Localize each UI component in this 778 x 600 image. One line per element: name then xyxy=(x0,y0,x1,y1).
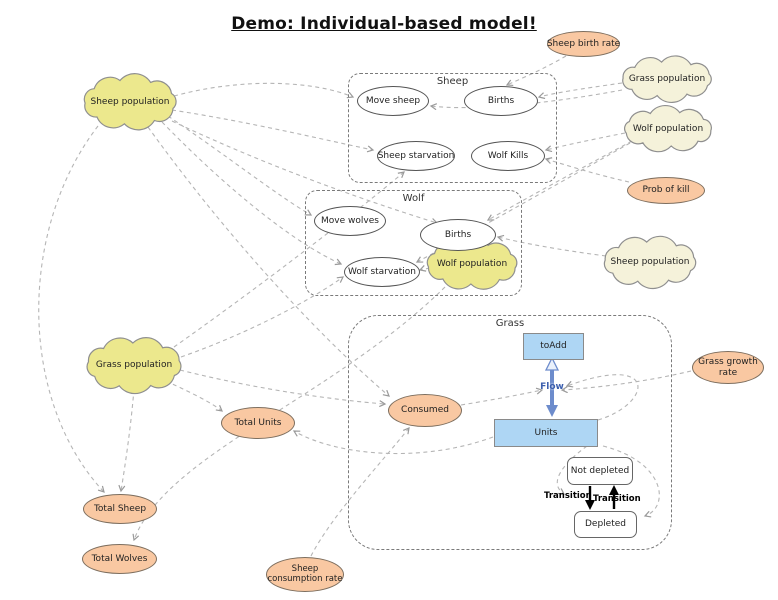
node-sheep-birth-rate[interactable]: Sheep birth rate xyxy=(547,31,620,57)
node-total-units[interactable]: Total Units xyxy=(221,407,295,439)
node-total-sheep[interactable]: Total Sheep xyxy=(83,494,157,524)
sheep-population-right-cloud[interactable] xyxy=(603,235,697,290)
transition-arrow-up[interactable] xyxy=(609,485,619,509)
wolf-group-box[interactable]: Wolf xyxy=(305,190,522,296)
node-sheep-starvation[interactable]: Sheep starvation xyxy=(377,141,455,171)
connector-edge xyxy=(417,142,631,262)
node-label: Wolf starvation xyxy=(348,266,416,277)
connector-edge xyxy=(180,277,343,358)
node-sheep-consumption-rate[interactable]: Sheep consumption rate xyxy=(266,557,344,592)
connector-edge xyxy=(310,428,409,557)
node-label: Prob of kill xyxy=(642,185,690,196)
node-births-sheep[interactable]: Births xyxy=(464,86,538,116)
node-births-wolf[interactable]: Births xyxy=(420,219,496,251)
node-depleted[interactable]: Depleted xyxy=(574,511,637,538)
node-label: Sheep birth rate xyxy=(546,38,621,49)
diagram-title: Demo: Individual-based model! xyxy=(231,14,537,34)
flow-arrow[interactable] xyxy=(544,356,560,417)
connector-edge xyxy=(460,390,542,406)
node-label: Move wolves xyxy=(321,215,379,226)
connector-edge xyxy=(546,159,630,183)
node-units[interactable]: Units xyxy=(494,419,598,447)
connector-edge xyxy=(556,445,588,494)
grass-population-right-label: Grass population xyxy=(628,74,706,84)
connector-edge xyxy=(165,380,222,411)
wolf-group-label: Wolf xyxy=(399,193,428,204)
connector-edge xyxy=(498,237,607,257)
node-wolf-starvation[interactable]: Wolf starvation xyxy=(344,257,420,287)
node-label: Units xyxy=(534,427,558,438)
sheep-group-box[interactable]: Sheep xyxy=(348,73,557,183)
node-not-depleted[interactable]: Not depleted xyxy=(567,457,633,485)
wolf-population-right-label: Wolf population xyxy=(632,124,704,134)
connector-edge xyxy=(171,120,437,223)
transition-left-label: Transition xyxy=(544,491,592,501)
node-label: Births xyxy=(444,229,472,240)
node-label: Births xyxy=(487,95,515,106)
sheep-group-label: Sheep xyxy=(433,76,472,87)
node-label: Not depleted xyxy=(570,465,630,476)
node-label: Consumed xyxy=(401,405,449,416)
transition-right-label: Transition xyxy=(593,494,641,504)
connector-edge xyxy=(173,82,353,97)
wolf-population-right-cloud[interactable] xyxy=(624,104,712,153)
node-label: Sheep consumption rate xyxy=(267,563,343,584)
node-move-wolves[interactable]: Move wolves xyxy=(314,206,386,236)
node-label: toAdd xyxy=(540,341,567,352)
node-label: Wolf Kills xyxy=(487,150,529,161)
node-label: Total Units xyxy=(234,417,282,428)
node-to-add[interactable]: toAdd xyxy=(523,333,584,360)
connector-edge xyxy=(546,132,626,150)
node-move-sheep[interactable]: Move sheep xyxy=(357,86,429,116)
node-label: Move sheep xyxy=(365,95,421,106)
transition-arrow-down[interactable] xyxy=(585,486,595,510)
connector-edge xyxy=(179,369,385,404)
grass-group-box[interactable]: Grass xyxy=(348,315,672,550)
connector-edge xyxy=(38,125,104,492)
grass-population-left-cloud[interactable] xyxy=(86,337,182,395)
connector-edge xyxy=(294,431,494,455)
connector-edge xyxy=(562,370,692,390)
node-total-wolves[interactable]: Total Wolves xyxy=(82,544,157,574)
node-label: Sheep starvation xyxy=(377,150,455,161)
flow-label: Flow xyxy=(540,382,564,392)
node-consumed[interactable]: Consumed xyxy=(388,394,462,427)
node-label: Grass growth rate xyxy=(698,357,758,378)
sheep-population-left-label: Sheep population xyxy=(90,97,170,107)
sheep-population-right-label: Sheep population xyxy=(610,257,690,267)
connector-edge xyxy=(173,172,404,348)
node-label: Total Sheep xyxy=(93,503,147,514)
node-label: Total Wolves xyxy=(91,553,148,564)
grass-group-label: Grass xyxy=(492,318,528,329)
node-prob-of-kill[interactable]: Prob of kill xyxy=(627,177,705,204)
grass-population-left-label: Grass population xyxy=(95,360,173,370)
connector-edge xyxy=(171,109,373,150)
node-wolf-kills[interactable]: Wolf Kills xyxy=(471,141,545,171)
connector-edge xyxy=(488,140,633,220)
grass-population-right-cloud[interactable] xyxy=(622,55,712,104)
connector-edge xyxy=(121,388,135,491)
node-grass-growth-rate[interactable]: Grass growth rate xyxy=(692,351,764,384)
connector-edge xyxy=(147,126,389,396)
sheep-population-left-cloud[interactable] xyxy=(83,73,177,131)
connector-edge xyxy=(167,115,311,215)
wolf-population-inner-label: Wolf population xyxy=(436,259,508,269)
node-label: Depleted xyxy=(585,519,626,530)
connector-edge xyxy=(602,445,660,516)
